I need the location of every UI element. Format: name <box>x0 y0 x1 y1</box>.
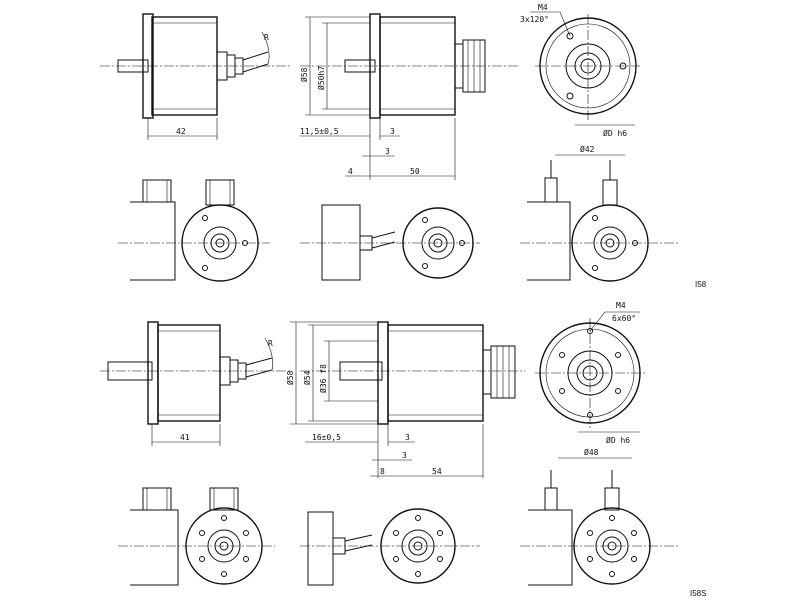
top-side-view-cable: R 42 <box>100 13 290 140</box>
top-variant-3 <box>520 160 680 282</box>
top-variant-1 <box>118 179 270 282</box>
top-front-view: M4 3x120° ØD h6 Ø42 <box>520 3 640 156</box>
top-dia-50h7: Ø50h7 <box>316 66 326 90</box>
top-thread-m4: M4 <box>538 3 548 12</box>
bottom-dim-41: 41 <box>180 433 190 442</box>
top-variant-2 <box>300 204 480 281</box>
top-side-view-connector: Ø58 Ø50h7 11,5±0,5 3 3 4 50 <box>299 13 520 180</box>
top-model-label: I58 <box>695 280 707 289</box>
bottom-radius-label: R <box>268 339 273 348</box>
bottom-variant-2 <box>300 508 480 586</box>
bottom-front-view: M4 6x60° ØD h6 Ø48 <box>535 301 645 459</box>
bottom-dim-8: 8 <box>380 467 385 476</box>
bottom-dim-54: 54 <box>432 467 442 476</box>
top-dim-11-5: 11,5±0,5 <box>300 127 339 136</box>
bottom-dim-3b: 3 <box>402 451 407 460</box>
bottom-thread-pattern: 6x60° <box>612 314 636 323</box>
bottom-dia-48: Ø48 <box>584 447 599 457</box>
bottom-side-view-cable: R 41 <box>100 321 290 446</box>
top-dim-50: 50 <box>410 167 420 176</box>
bottom-dim-16: 16±0,5 <box>312 433 341 442</box>
bottom-variant-3 <box>520 470 680 586</box>
bottom-dia-36f8: Ø36 f8 <box>318 364 328 393</box>
top-dim-42: 42 <box>176 127 186 136</box>
bottom-variant-1 <box>118 487 275 586</box>
bottom-model-label: I58S <box>690 589 706 598</box>
bottom-side-view-connector: Ø58 Ø54 Ø36 f8 16±0,5 3 3 8 54 <box>285 321 525 478</box>
top-dia-42: Ø42 <box>580 144 595 154</box>
bottom-dim-3a: 3 <box>405 433 410 442</box>
top-radius-label: R <box>264 33 269 42</box>
top-dim-3b: 3 <box>385 147 390 156</box>
top-dim-4: 4 <box>348 167 353 176</box>
top-dia-shaft: ØD h6 <box>603 128 627 138</box>
bottom-thread-m4: M4 <box>616 301 626 310</box>
bottom-dia-54: Ø54 <box>302 370 312 385</box>
bottom-dia-shaft: ØD h6 <box>606 435 630 445</box>
top-dim-3a: 3 <box>390 127 395 136</box>
top-thread-pattern: 3x120° <box>520 15 549 24</box>
bottom-dia-58: Ø58 <box>285 370 295 385</box>
top-dia-58: Ø58 <box>299 67 309 82</box>
